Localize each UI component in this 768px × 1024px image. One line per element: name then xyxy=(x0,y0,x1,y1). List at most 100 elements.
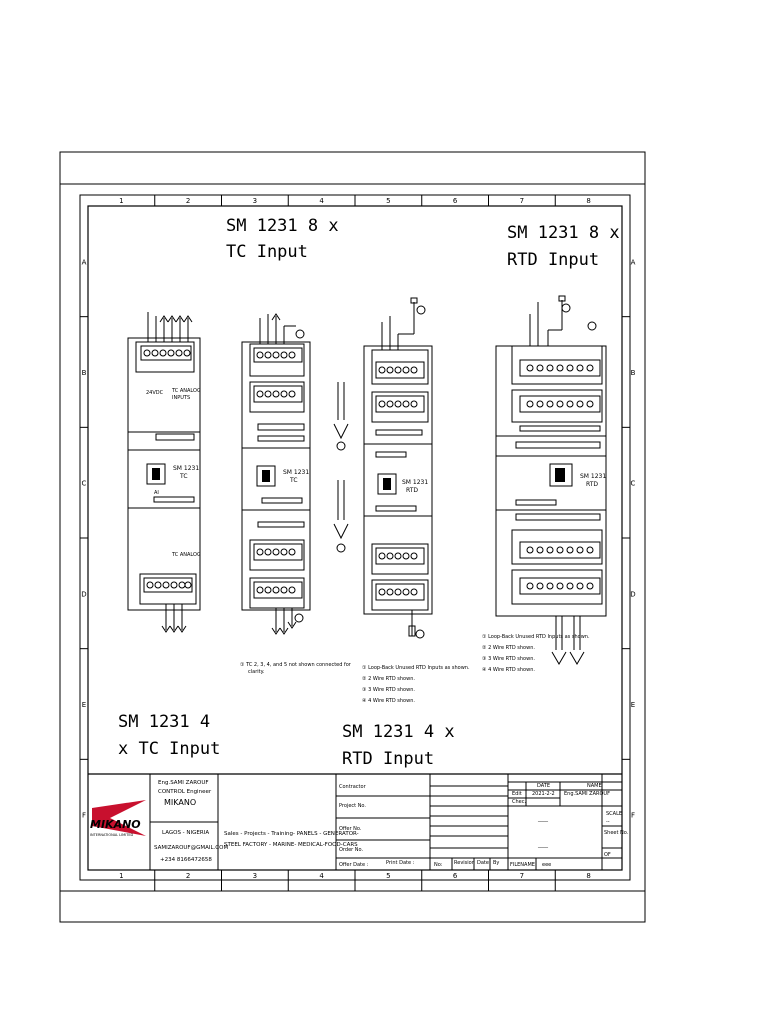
note-rtd8-2: ② 2 Wire RTD shown. xyxy=(482,645,535,651)
rtd8-label-1: SM 1231 xyxy=(580,473,606,480)
rtd4-label-2: RTD xyxy=(406,487,418,494)
grid-col-bottom-2: 2 xyxy=(186,872,190,880)
title-block xyxy=(88,773,622,870)
grid-col-bottom-4: 4 xyxy=(319,872,324,880)
grid-row-left-B: B xyxy=(82,369,87,377)
check-label: Chec. xyxy=(512,799,526,805)
email: SAMIZAROUF@GMAIL.COM xyxy=(154,845,228,851)
contractor-label: Contractor xyxy=(339,784,367,790)
tc4-label-2: TC xyxy=(179,473,188,480)
note-rtd8-3: ③ 3 Wire RTD shown. xyxy=(482,656,535,662)
location: LAGOS - NIGERIA xyxy=(162,830,209,836)
tc8-terminals-4 xyxy=(256,586,296,594)
sheet-no-label: Sheet No. xyxy=(604,830,629,836)
title-4x-rtd-line2: RTD Input xyxy=(342,749,434,769)
logo-text: MIKANO xyxy=(90,818,141,831)
print-date-label: Print Date : xyxy=(386,860,415,866)
note-rtd8-4: ④ 4 Wire RTD shown. xyxy=(482,667,535,673)
dash-field-1: ____ xyxy=(537,816,549,822)
tc8-terminals-3 xyxy=(256,548,296,556)
note-rtd8-1: ① Loop-Back Unused RTD Inputs as shown. xyxy=(482,634,590,640)
note-rtd4-1: ① Loop-Back Unused RTD Inputs as shown. xyxy=(362,665,470,671)
rev-date-label: Date xyxy=(477,860,489,866)
rtd8-terminals-4 xyxy=(526,582,594,590)
grid-row-right-A: A xyxy=(631,258,636,266)
title-8x-tc-line2: TC Input xyxy=(226,242,308,262)
tc-top-caption-1: TC ANALOG xyxy=(171,388,201,394)
rtd4-terminals-2 xyxy=(378,400,418,408)
no-label: No: xyxy=(434,862,443,868)
grid-col-bottom-7: 7 xyxy=(520,872,524,880)
notes-tc: ① TC 2, 3, 4, and 5 not shown connected … xyxy=(240,662,352,675)
module-8x-tc: SM 1231 TC xyxy=(241,313,311,635)
border-frame xyxy=(79,194,631,881)
title-8x-tc-line1: SM 1231 8 x xyxy=(226,216,339,236)
title-8x-rtd-line2: RTD Input xyxy=(507,250,599,270)
company-name: MIKANO xyxy=(164,798,196,807)
module-8x-rtd: SM 1231 RTD xyxy=(495,295,607,665)
grid-col-top-1: 1 xyxy=(119,197,123,205)
name-header: NAME xyxy=(587,783,602,789)
grid-col-top-7: 7 xyxy=(520,197,524,205)
filename-label: FILENAME xyxy=(510,862,535,868)
rtd8-label-2: RTD xyxy=(586,481,598,488)
dash-field-2: ____ xyxy=(537,842,549,848)
engineer-name: Eng.SAMI ZAROUF xyxy=(158,780,209,786)
services-line-1: Sales - Projects - Training- PANELS - GE… xyxy=(224,831,359,837)
note-tc-2: clarity. xyxy=(248,669,265,675)
grid-col-top-4: 4 xyxy=(319,197,324,205)
module-4x-tc: 24VDC TC ANALOG INPUTS SM 1231 TC AI TC … xyxy=(127,312,201,633)
module-4x-rtd: SM 1231 RTD xyxy=(333,297,433,639)
rtd8-terminals-3 xyxy=(526,546,594,554)
grid-col-top-8: 8 xyxy=(586,197,590,205)
grid-col-bottom-6: 6 xyxy=(453,872,458,880)
grid-col-top-3: 3 xyxy=(253,197,257,205)
grid-col-bottom-5: 5 xyxy=(386,872,390,880)
note-tc-1: ① TC 2, 3, 4, and 5 not shown connected … xyxy=(240,662,352,668)
revision-label: Revision xyxy=(454,860,475,866)
tc-top-caption-2: INPUTS xyxy=(172,395,190,401)
tc8-label-2: TC xyxy=(289,477,298,484)
title-4x-tc-line2: x TC Input xyxy=(118,739,220,759)
grid-col-bottom-3: 3 xyxy=(253,872,257,880)
phone: +234 8166472658 xyxy=(160,857,212,863)
filename-value: eee xyxy=(542,862,551,868)
logo-subtext: INTERNATIONAL LIMITED xyxy=(90,833,134,837)
grid-row-left-D: D xyxy=(81,590,86,598)
services-line-2: STEEL FACTORY - MARINE- MEDICAL-FOOD-CAR… xyxy=(224,842,358,848)
notes-rtd4: ① Loop-Back Unused RTD Inputs as shown. … xyxy=(362,665,470,704)
project-no-label: Project No. xyxy=(339,803,366,809)
edit-date: 2021-2-2 xyxy=(532,791,555,797)
date-header: DATE xyxy=(537,783,550,789)
rtd4-terminals-4 xyxy=(378,588,418,596)
scale-label: SCALE xyxy=(606,811,622,817)
by-label: By xyxy=(493,860,499,866)
grid-col-bottom-1: 1 xyxy=(119,872,123,880)
grid-row-right-F: F xyxy=(631,812,635,820)
sheet-of-label: OF xyxy=(604,852,611,858)
title-4x-tc-line1: SM 1231 4 xyxy=(118,712,210,732)
terminal-row-bottom xyxy=(146,581,192,589)
title-4x-rtd-line1: SM 1231 4 x xyxy=(342,722,455,742)
offer-no-label: Offer No. xyxy=(339,826,362,832)
tc8-terminals-2 xyxy=(256,390,296,398)
grid-col-bottom-8: 8 xyxy=(586,872,590,880)
grid-col-top-5: 5 xyxy=(386,197,390,205)
grid-row-left-F: F xyxy=(82,812,86,820)
tc8-label-1: SM 1231 xyxy=(283,469,309,476)
rtd8-terminals-1 xyxy=(526,364,594,372)
rtd4-label-1: SM 1231 xyxy=(402,479,428,486)
grid-row-left-C: C xyxy=(82,480,87,488)
edit-label: Edit xyxy=(512,791,522,797)
note-rtd4-3: ③ 3 Wire RTD shown. xyxy=(362,687,415,693)
grid-row-right-D: D xyxy=(630,590,635,598)
terminal-row-top xyxy=(143,349,191,357)
edit-name: Eng.SAMI ZAROUF xyxy=(564,791,610,797)
tc-bottom-caption: TC ANALOG xyxy=(171,552,201,558)
tc8-terminals-1 xyxy=(256,351,296,359)
grid-column-labels-bottom: 1 2 3 4 5 6 7 8 xyxy=(119,870,591,891)
grid-row-left-A: A xyxy=(82,258,87,266)
